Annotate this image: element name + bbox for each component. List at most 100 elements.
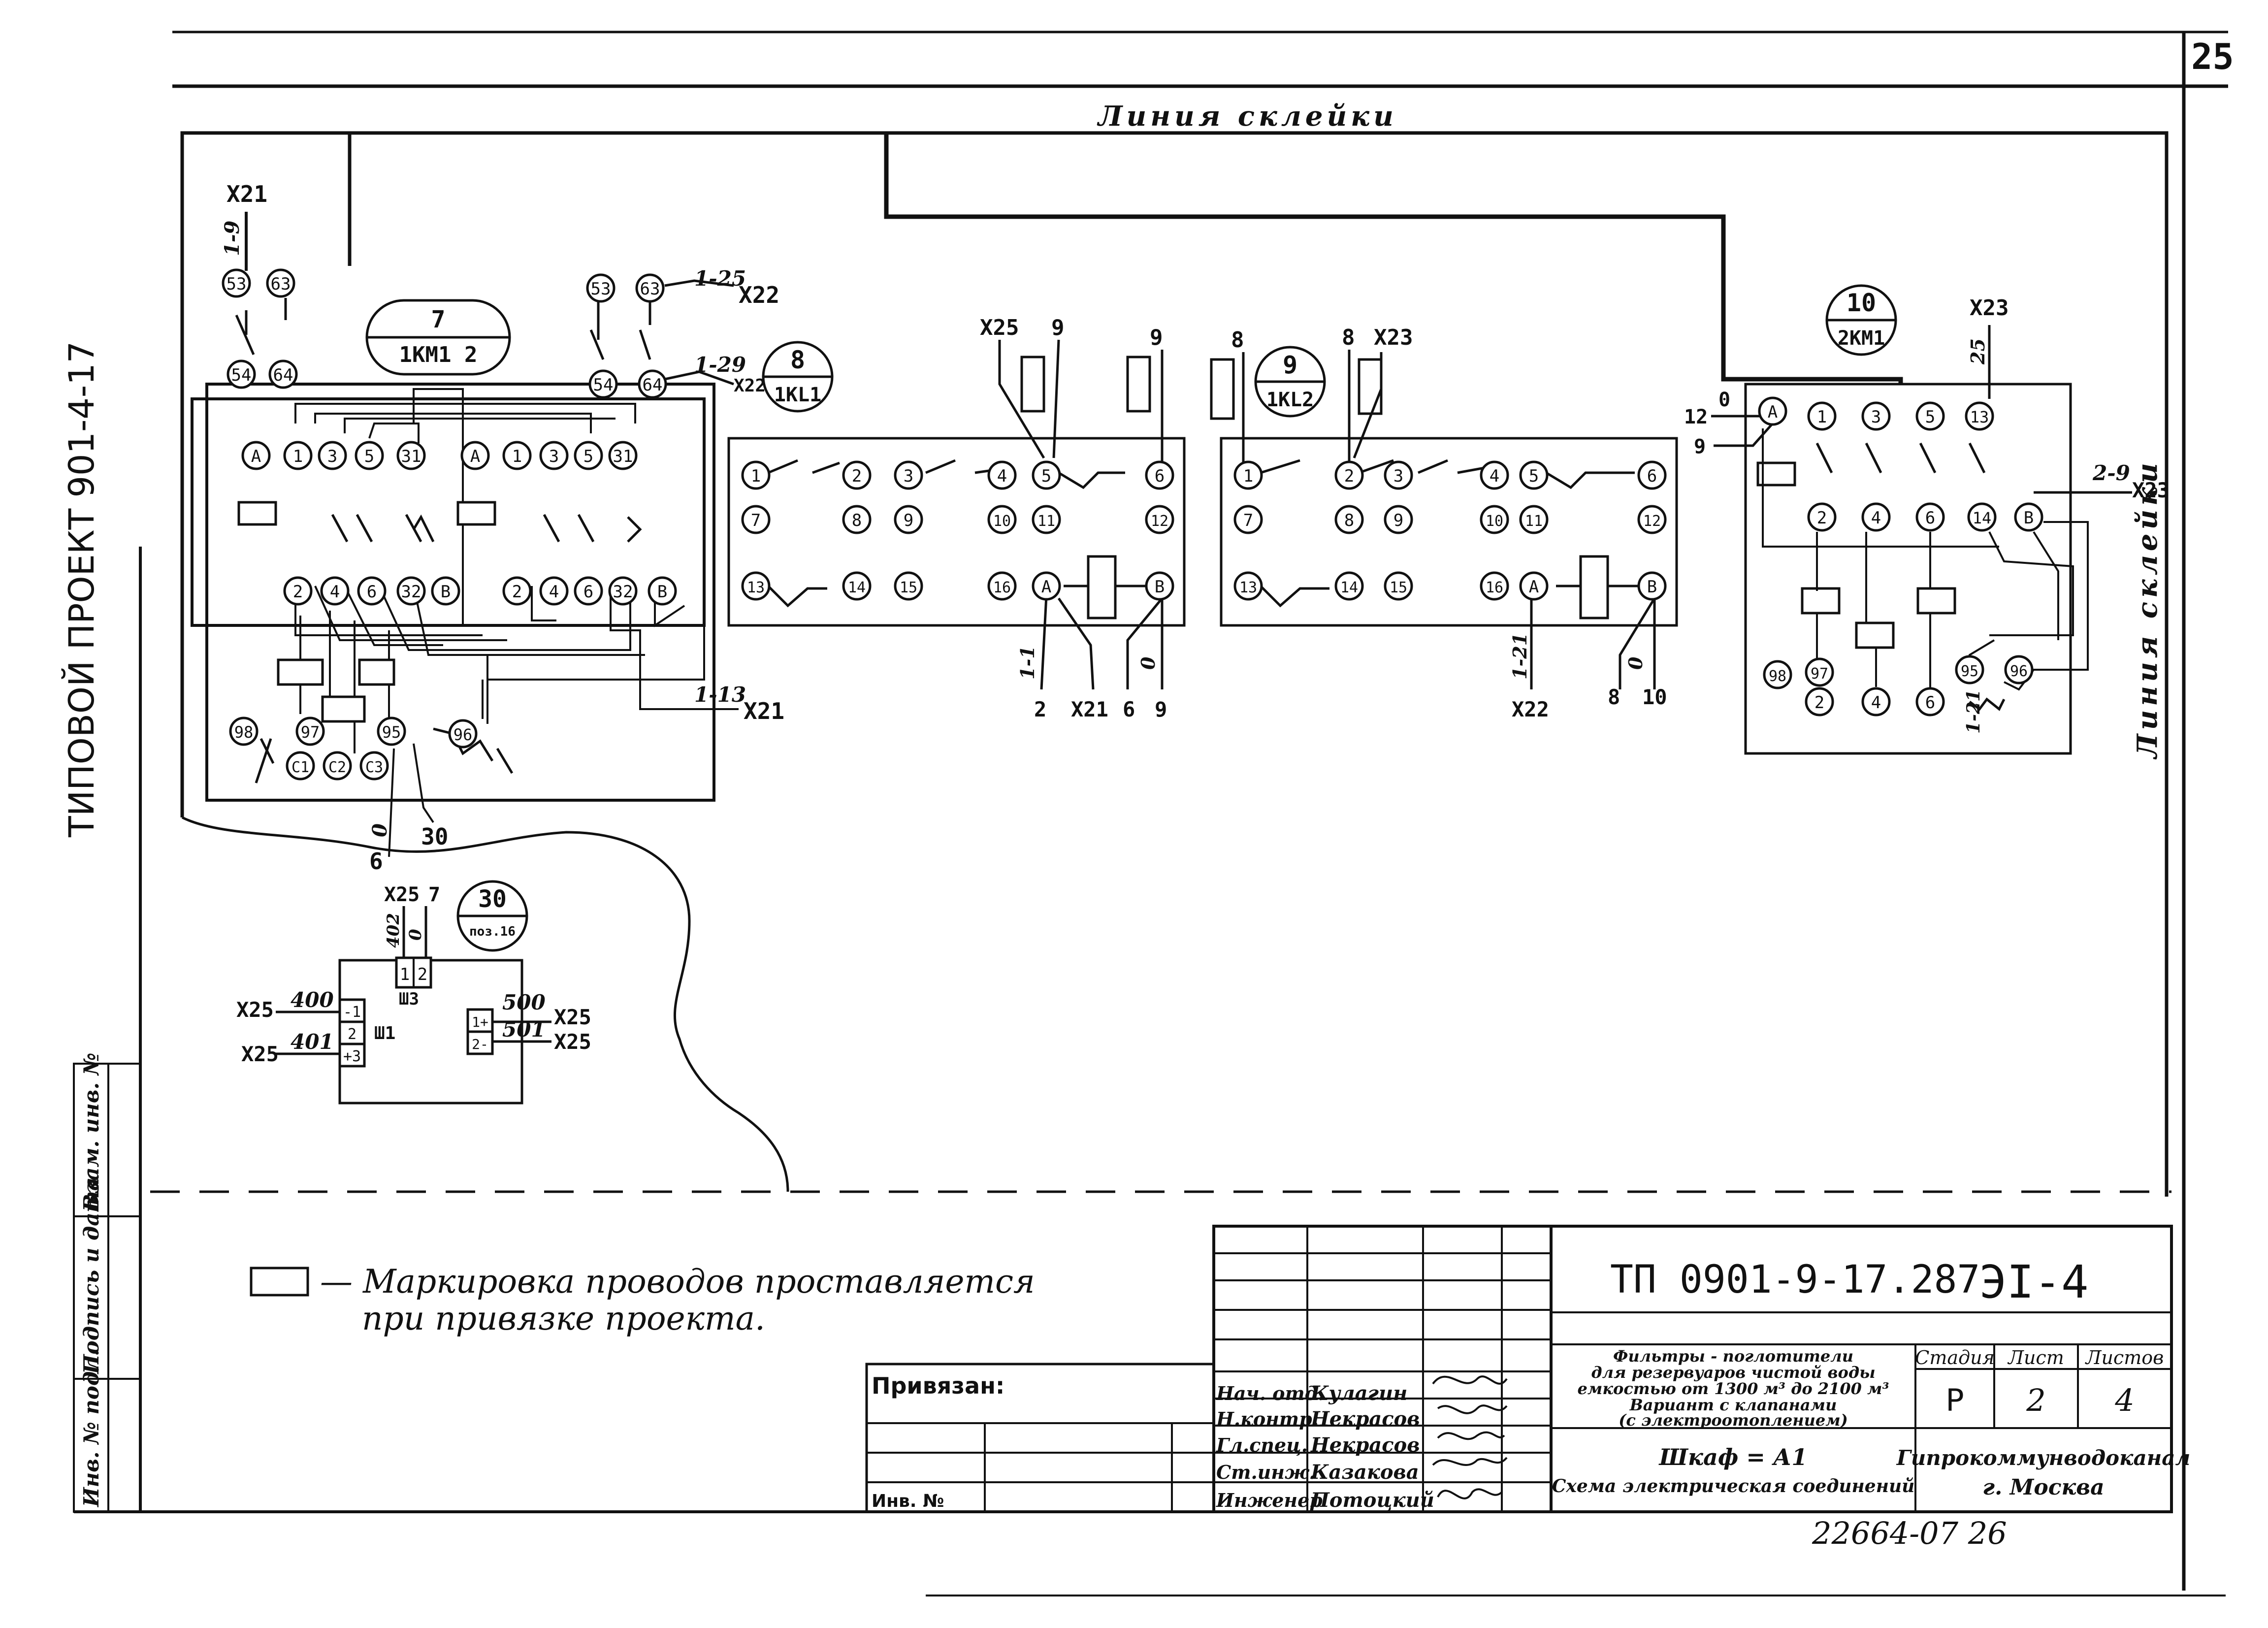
lp-wire-0: 0 xyxy=(368,823,391,837)
title-block-texts: ТП 0901-9-17.287 ЭI-4 Фильтры - поглотит… xyxy=(1552,1256,2191,1551)
glue-line-label-right: Линия склейки xyxy=(2131,459,2164,760)
r1-11: 11 xyxy=(1037,513,1055,530)
rp-left-0: 0 xyxy=(1718,389,1730,411)
stamp-privyazan: Привязан: xyxy=(872,1372,1004,1399)
jb-w402: 402 xyxy=(384,913,403,948)
jb-rw-500: 500 xyxy=(502,990,546,1014)
rp-2-4: 4 xyxy=(1871,508,1881,528)
relay-1-terminals: 1 2 3 4 5 6 7 8 9 10 11 12 13 14 15 16 А… xyxy=(741,460,1174,601)
lp-c-98: 98 xyxy=(234,723,254,742)
rp-3-98: 98 xyxy=(1769,668,1786,685)
jb-left-pin-1: -1 xyxy=(343,1004,361,1021)
stamp-stage: Р xyxy=(1945,1382,1964,1418)
lp-wire-6: 6 xyxy=(369,848,383,875)
label-10-top: 10 xyxy=(1847,289,1876,317)
r2-bot-8: 8 xyxy=(1608,685,1620,709)
lp-c-96: 96 xyxy=(454,725,473,744)
r2-bot-10: 10 xyxy=(1642,685,1667,709)
r1-bot-2: 2 xyxy=(1034,697,1046,721)
lp-wire-30: 30 xyxy=(421,823,448,850)
stamp-title-1: Фильтры - поглотители xyxy=(1613,1347,1853,1366)
legend-text-1: — Маркировка проводов проставляется xyxy=(320,1263,1035,1301)
lp-bottom-term: X21 xyxy=(744,698,784,724)
right-panel-2km1: 10 2КМ1 X23 25 12 9 0 2-9 X23 1-21 xyxy=(1684,284,2170,755)
jb-rt-x25b: X25 xyxy=(554,1030,591,1054)
r2-2: 2 xyxy=(1344,466,1354,486)
left-panel-cabinet xyxy=(191,212,739,802)
r1-bot-6: 6 xyxy=(1123,697,1135,721)
r1-10: 10 xyxy=(993,513,1011,530)
jb-left-pin-3: +3 xyxy=(343,1048,361,1065)
r1-14: 14 xyxy=(848,579,866,596)
r1-B: В xyxy=(1155,577,1165,597)
stamp-title-5: (с электроотоплением) xyxy=(1619,1411,1848,1430)
stamp-title-3: емкостью от 1300 м³ до 2100 м³ xyxy=(1578,1379,1889,1398)
jb-rw-501: 501 xyxy=(502,1017,546,1042)
r1-12: 12 xyxy=(1151,513,1168,530)
r2-A: А xyxy=(1529,577,1539,597)
rp-left-12: 12 xyxy=(1684,406,1708,428)
lp-c54: 54 xyxy=(231,365,252,385)
r1-top-9b: 9 xyxy=(1150,325,1163,350)
rp-3-97: 97 xyxy=(1811,665,1828,683)
r1-6: 6 xyxy=(1155,466,1165,486)
r2-12: 12 xyxy=(1643,513,1661,530)
r1-5: 5 xyxy=(1041,466,1051,486)
lp-b-4: 4 xyxy=(330,582,340,602)
r1-3: 3 xyxy=(904,466,913,486)
stamp-role-0: Нач. отд. xyxy=(1216,1382,1324,1404)
lp-a-3: 3 xyxy=(327,447,337,466)
left-panel-terminals: 53 63 54 64 53 63 54 64 А 1 3 5 31 А 1 3… xyxy=(222,268,677,781)
r1-9: 9 xyxy=(904,511,913,530)
relay-1kl1: 8 1КL1 X25 9 9 1-1 0 2 X21 6 9 xyxy=(727,315,1186,721)
r1-A: А xyxy=(1041,577,1051,597)
lp-c63b: 63 xyxy=(640,279,660,299)
lp-rt-wire: 1-25 xyxy=(694,266,746,291)
lp-a-1: 1 xyxy=(293,447,303,466)
rp-top-wire: 25 xyxy=(1967,338,1989,365)
jb-pin-1: 1 xyxy=(400,965,410,984)
r1-15: 15 xyxy=(900,579,917,596)
r1-16: 16 xyxy=(993,579,1011,596)
rp-term-x23: X23 xyxy=(2132,478,2170,502)
r2-14: 14 xyxy=(1340,579,1358,596)
lp-c64: 64 xyxy=(273,365,293,385)
jb-lt-x25b: X25 xyxy=(241,1042,279,1066)
r2-16: 16 xyxy=(1486,579,1503,596)
rp-2-B: В xyxy=(2024,508,2034,528)
label-7-km1: 7 1КМ1 2 xyxy=(365,299,511,376)
stamp-footer-code: 22664-07 26 xyxy=(1812,1515,2007,1551)
lp-top-terminal: X21 xyxy=(227,181,267,207)
stamp-doc-code: ТП 0901-9-17.287 xyxy=(1610,1258,1980,1302)
lp-c-C2: С2 xyxy=(328,759,346,776)
lp-c-95: 95 xyxy=(382,723,401,742)
rp-1-3: 3 xyxy=(1871,407,1881,427)
rp-3-2: 2 xyxy=(1814,693,1824,713)
r2-7: 7 xyxy=(1243,511,1253,530)
r1-bot-x21: X21 xyxy=(1071,697,1108,721)
left-margin-label: ТИПОВОЙ ПРОЕКТ 901-4-17 xyxy=(62,341,102,838)
relay-2-terminals: 1 2 3 4 5 6 7 8 9 10 11 12 13 14 15 16 А… xyxy=(1233,460,1667,601)
r2-top-8a: 8 xyxy=(1231,327,1244,353)
rp-3-6: 6 xyxy=(1925,693,1935,713)
jb-label-bottom: поз.16 xyxy=(469,924,516,939)
lp-bottom-wire: 1-13 xyxy=(694,683,746,707)
title-block-signatures: Нач. отд. Н.контр. Гл.спец. Ст.инж. Инже… xyxy=(1216,1375,1508,1512)
side-stamp-inv: Инв. № подл. xyxy=(79,1349,103,1507)
rp-1-13: 13 xyxy=(1970,408,1989,426)
stamp-inv-no: Инв. № xyxy=(872,1491,944,1511)
rp-3-96: 96 xyxy=(2010,663,2028,680)
lp-a2-3: 3 xyxy=(549,447,559,466)
stamp-sheet: 2 xyxy=(2026,1382,2045,1418)
jb-lt-x25a: X25 xyxy=(236,998,274,1022)
stamp-role-1: Н.контр. xyxy=(1216,1408,1319,1430)
rp-2-14: 14 xyxy=(1973,509,1992,527)
label-8-top: 8 xyxy=(790,346,805,374)
right-panel-terminals: А 1 3 5 13 2 4 6 14 В 98 97 2 4 6 95 96 xyxy=(1758,396,2043,716)
jb-right-pin-2: 2- xyxy=(472,1036,488,1052)
title-block: Привязан: Инв. № xyxy=(865,1225,2173,1513)
lp-b-2: 2 xyxy=(293,582,303,602)
margin-project-text: ТИПОВОЙ ПРОЕКТ 901-4-17 xyxy=(62,341,102,838)
side-stamp-vzam: Взам. инв. № xyxy=(79,1053,103,1212)
